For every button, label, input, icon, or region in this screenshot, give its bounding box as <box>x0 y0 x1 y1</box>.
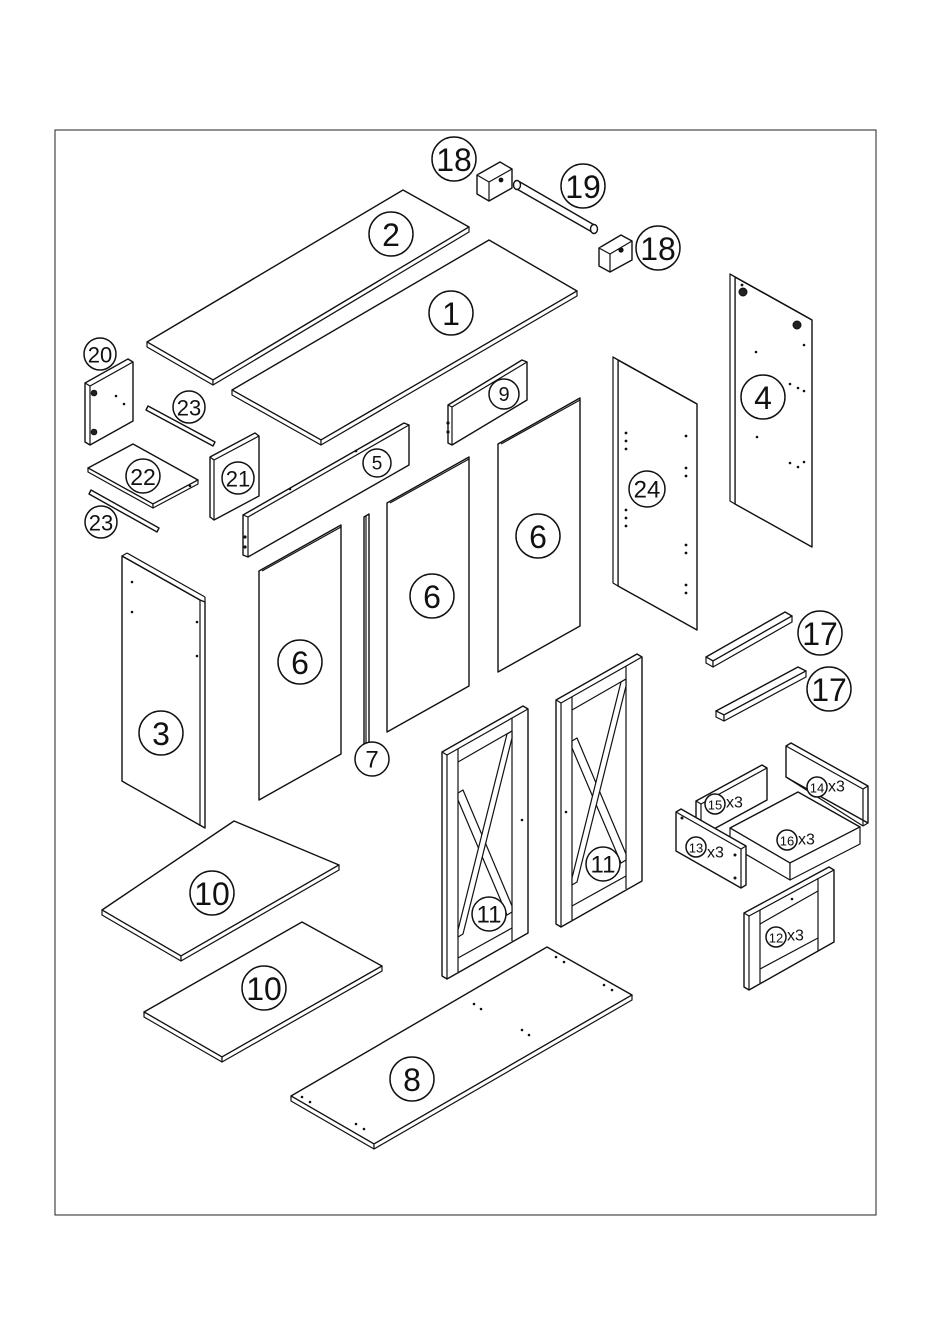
callout-16-quantity: x3 <box>798 832 815 849</box>
callout-19-label: 19 <box>565 169 601 205</box>
callout-17-upper-label: 17 <box>802 616 838 652</box>
callout-19: 19 <box>561 164 605 208</box>
part-18-bracket-left <box>477 162 512 201</box>
callout-12-label: 12 <box>769 931 783 946</box>
part-7-strip <box>364 514 369 745</box>
callout-7: 7 <box>355 742 389 776</box>
callout-24: 24 <box>629 471 665 507</box>
callout-17-upper: 17 <box>798 611 842 655</box>
callout-6-left: 6 <box>278 640 322 684</box>
callout-18-left: 18 <box>432 137 476 181</box>
callout-5: 5 <box>363 449 391 477</box>
callout-21-label: 21 <box>226 467 250 492</box>
callout-6-left-label: 6 <box>291 645 309 681</box>
part-20-bracket <box>85 359 133 445</box>
callout-8-label: 8 <box>403 1062 421 1098</box>
callout-15-label: 15 <box>708 798 722 813</box>
part-17-board-upper <box>706 612 792 667</box>
callout-22-label: 22 <box>130 464 156 490</box>
callout-13-quantity: x3 <box>707 845 724 862</box>
callout-16-label: 16 <box>780 834 794 849</box>
callout-4: 4 <box>741 375 785 419</box>
callout-20: 20 <box>84 338 116 370</box>
callout-11-right: 11 <box>586 847 620 881</box>
callout-2: 2 <box>369 212 413 256</box>
callout-14-quantity: x3 <box>828 779 845 796</box>
callout-23-lower: 23 <box>85 506 117 538</box>
callout-3-label: 3 <box>152 716 170 752</box>
part-18-bracket-right <box>599 235 632 272</box>
callout-2-label: 2 <box>382 217 400 253</box>
part-3-side-panel <box>122 553 205 828</box>
callout-24-label: 24 <box>634 477 661 504</box>
callout-9-label: 9 <box>498 384 509 406</box>
callout-11-right-label: 11 <box>591 852 616 879</box>
callout-1-label: 1 <box>442 296 460 332</box>
callout-17-lower-label: 17 <box>811 672 847 708</box>
part-11-door-left <box>442 706 528 979</box>
callout-17-lower: 17 <box>807 667 851 711</box>
callout-10-lower-label: 10 <box>246 971 282 1007</box>
callout-10-upper-label: 10 <box>194 876 230 912</box>
callout-23-upper-label: 23 <box>177 396 201 421</box>
callout-21: 21 <box>222 462 254 494</box>
callout-10-upper: 10 <box>190 871 234 915</box>
callout-6-right-label: 6 <box>529 519 547 555</box>
callout-6-middle-label: 6 <box>423 579 441 615</box>
callout-6-right: 6 <box>516 514 560 558</box>
callout-18-left-label: 18 <box>436 142 472 178</box>
callout-23-lower-label: 23 <box>89 511 113 536</box>
callout-20-label: 20 <box>88 343 112 368</box>
callout-1: 1 <box>429 291 473 335</box>
callout-18-right-label: 18 <box>640 231 676 267</box>
callout-15-quantity: x3 <box>726 795 743 812</box>
callout-12-quantity: x3 <box>787 928 804 945</box>
callout-13-label: 13 <box>689 841 703 856</box>
callout-14-label: 14 <box>810 781 824 796</box>
part-17-board-lower <box>716 667 806 721</box>
callout-4-label: 4 <box>754 380 772 416</box>
callout-8: 8 <box>390 1057 434 1101</box>
callout-10-lower: 10 <box>242 966 286 1010</box>
callout-6-middle: 6 <box>410 574 454 618</box>
callout-18-right: 18 <box>636 226 680 270</box>
callout-7-label: 7 <box>365 747 378 774</box>
callout-11-left-label: 11 <box>477 902 502 929</box>
part-11-door-right <box>556 654 642 927</box>
callout-22: 22 <box>126 459 160 493</box>
callout-3: 3 <box>139 711 183 755</box>
callout-11-left: 11 <box>472 897 506 931</box>
callout-5-label: 5 <box>372 454 383 475</box>
callout-9: 9 <box>489 379 519 409</box>
callout-23-upper: 23 <box>173 391 205 423</box>
